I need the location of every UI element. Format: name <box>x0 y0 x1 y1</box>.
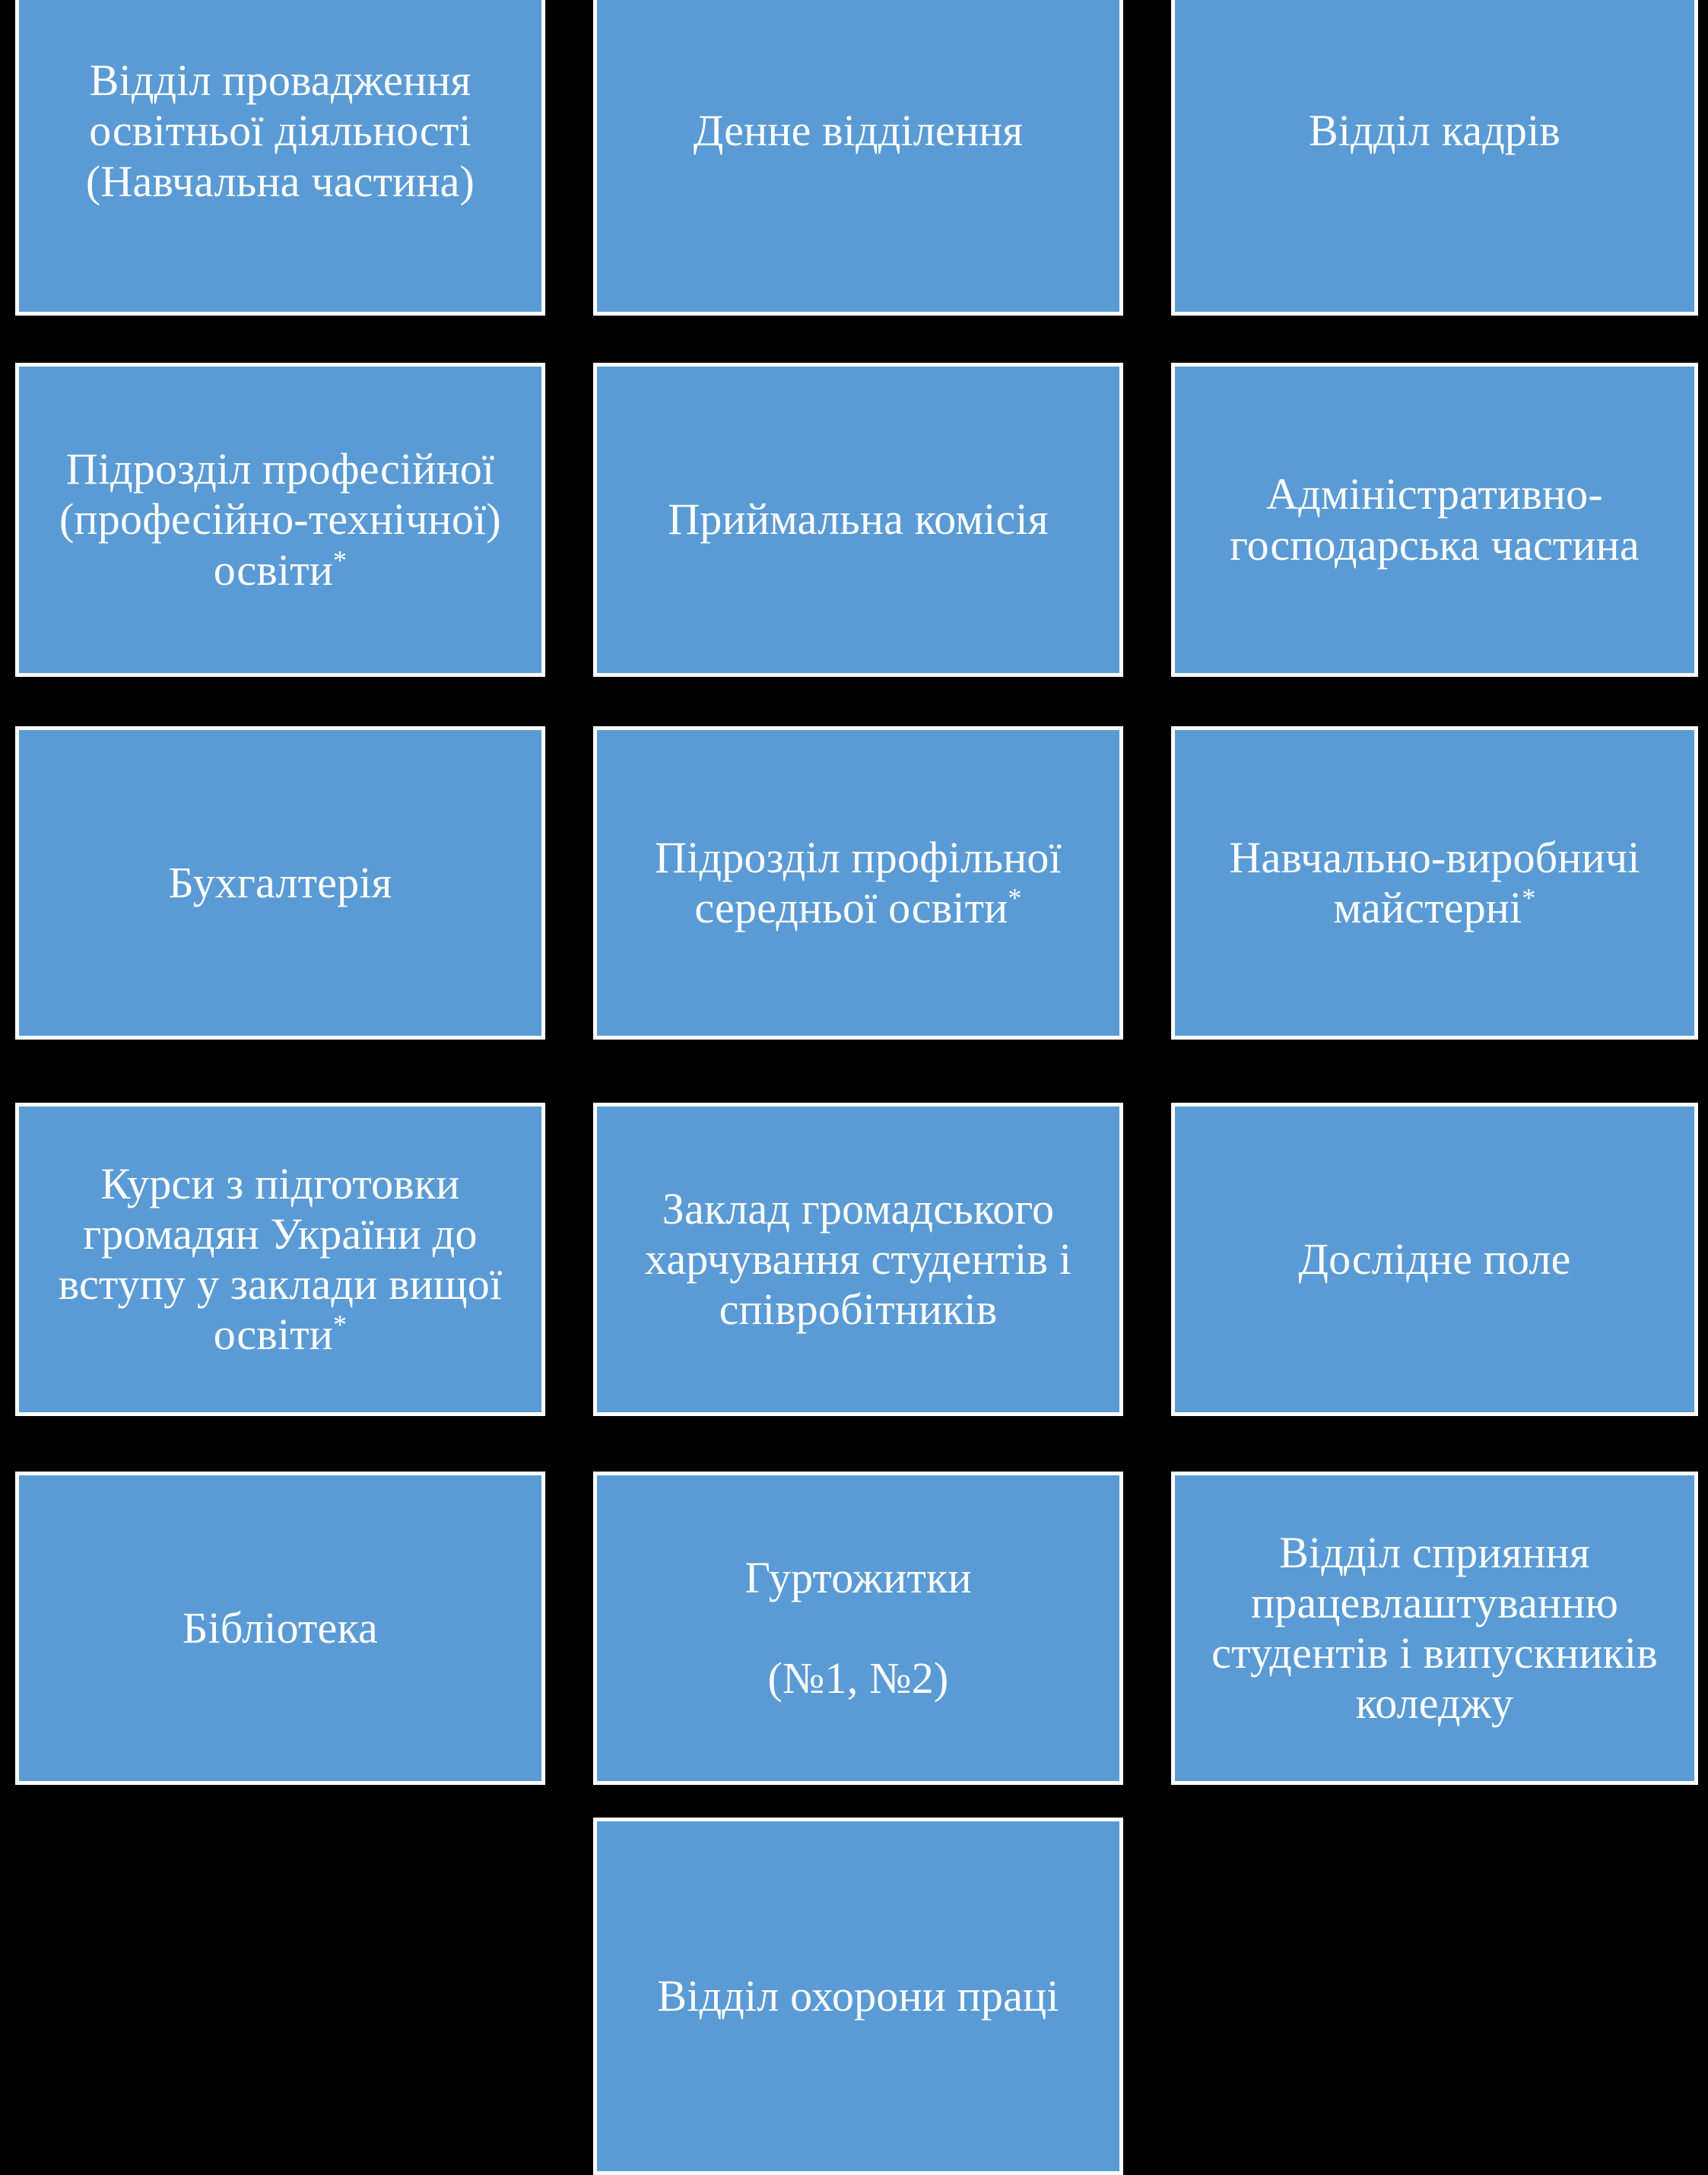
footnote-asterisk: * <box>1522 882 1536 913</box>
org-unit-box-admissions-committee: Приймальна комісія <box>593 363 1123 677</box>
org-unit-label: Гуртожитки(№1, №2) <box>744 1552 972 1703</box>
org-unit-box-day-department: Денне відділення <box>593 0 1123 316</box>
org-unit-label: Відділ кадрів <box>1308 106 1561 156</box>
footnote-asterisk: * <box>1008 882 1022 913</box>
footnote-asterisk: * <box>333 1309 348 1340</box>
org-unit-label: Адміністративно-господарська частина <box>1230 469 1640 570</box>
org-unit-box-library: Бібліотека <box>15 1472 545 1785</box>
org-unit-box-vocational-education-unit: Підрозділ професійної(професійно-технічн… <box>15 363 545 677</box>
org-unit-label: Підрозділ професійної(професійно-технічн… <box>59 444 501 595</box>
org-unit-box-labor-protection-department: Відділ охорони праці <box>593 1818 1123 2175</box>
org-unit-label: Бухгалтерія <box>168 857 392 907</box>
org-unit-box-experimental-field: Дослідне поле <box>1171 1103 1698 1416</box>
org-unit-box-administrative-economic-unit: Адміністративно-господарська частина <box>1171 363 1698 677</box>
org-unit-label: Дослідне поле <box>1298 1234 1571 1284</box>
org-unit-box-hr-department: Відділ кадрів <box>1171 0 1698 316</box>
org-unit-label: Бібліотека <box>183 1602 378 1653</box>
org-unit-box-accounting-department: Бухгалтерія <box>15 726 545 1040</box>
footnote-asterisk: * <box>333 545 348 576</box>
org-unit-label: Приймальна комісія <box>668 494 1049 545</box>
org-unit-box-dormitories: Гуртожитки(№1, №2) <box>593 1472 1123 1785</box>
org-unit-label: Денне відділення <box>693 106 1024 156</box>
org-unit-label: Відділ охорони праці <box>657 1970 1059 2021</box>
